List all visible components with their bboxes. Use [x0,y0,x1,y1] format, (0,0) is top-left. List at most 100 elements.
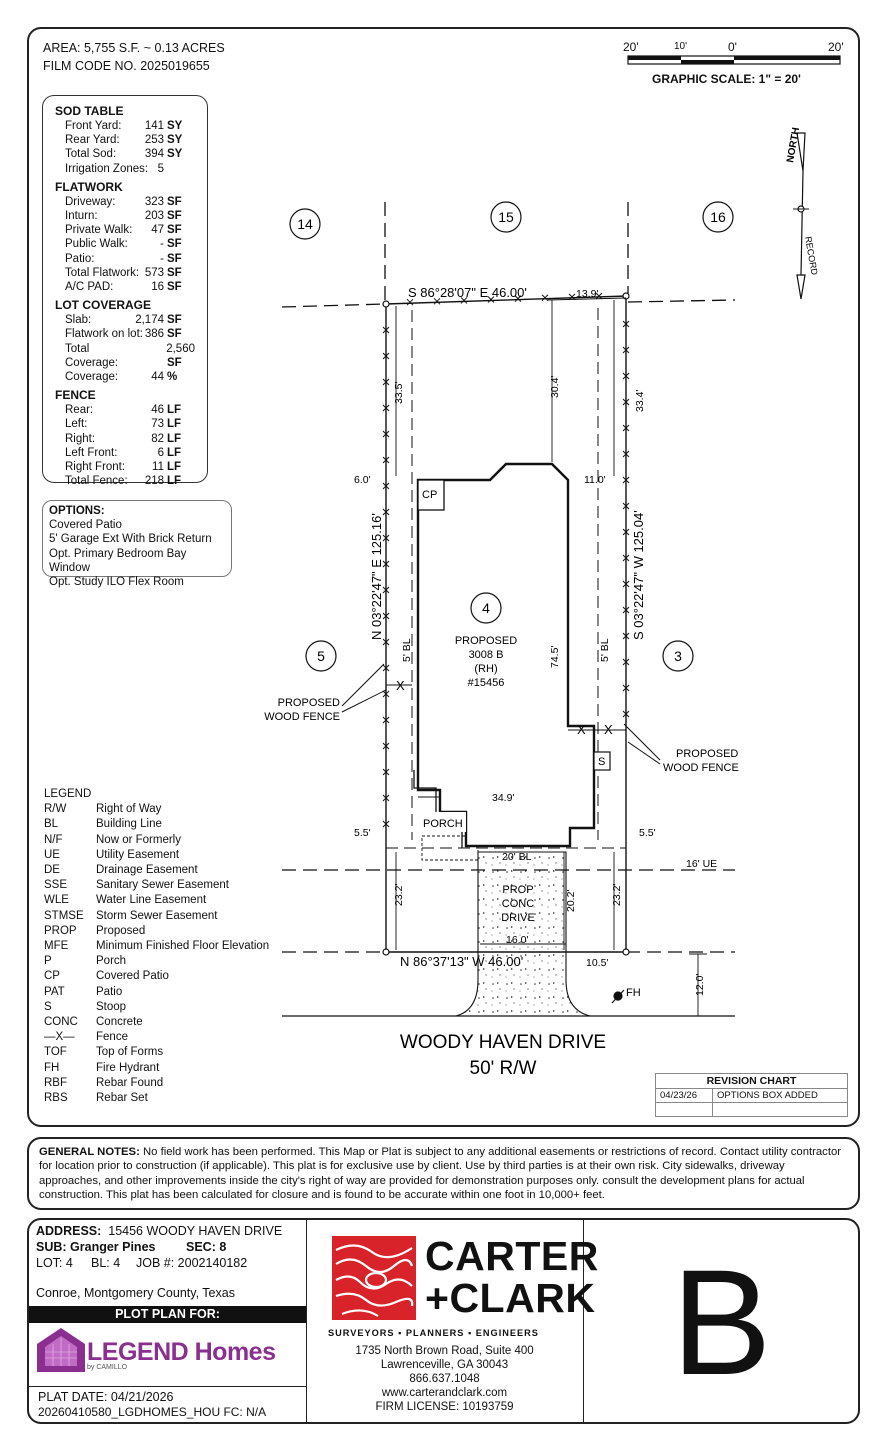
lot-15-label: 15 [498,209,514,225]
general-notes-text: GENERAL NOTES: No field work has been pe… [39,1145,848,1202]
lot-circles [289,201,734,672]
fire-hydrant-icon [611,989,625,1004]
legend-abbr: P [44,955,52,968]
sod-row-value: 141 [144,120,164,132]
sod-row-unit: SY [167,120,183,132]
dim-5-5-right: 5.5' [639,827,656,839]
sod-row-unit: SF [167,266,182,279]
sod-row-value: 394 [144,148,164,161]
builder-sub: by CAMILLO [87,1364,128,1371]
block-number: BL: 4 [91,1256,121,1270]
builder-name: LEGEND Homes [87,1338,276,1366]
sod-row-label: Total Flatwork: [65,266,140,279]
sod-row-value: 16 [151,281,164,294]
drive-label-1: PROP [502,884,533,896]
ue-label: 16' UE [686,858,717,870]
sod-row-label: Flatwork on lot: [65,328,143,341]
legend-desc: Building Line [96,818,162,831]
legend-abbr: RBS [44,1092,68,1105]
sod-row-value: 2,174 [135,314,164,327]
surveyor-address-1: 1735 North Brown Road, Suite 400 [355,1345,534,1357]
carter-name: CARTER [425,1233,599,1279]
legend-desc: Right of Way [96,803,162,816]
sod-row-label: Coverage: [65,371,119,384]
sod-row-label: Inturn: [65,210,98,223]
options-box: OPTIONS: Covered Patio 5' Garage Ext Wit… [42,500,232,588]
legend-item: —X—Fence [44,1030,284,1045]
legend-abbr: SSE [44,879,68,892]
sod-row-unit: SF [167,356,182,369]
scale-label: GRAPHIC SCALE: 1" = 20' [652,72,801,86]
sod-row-value: 253 [144,134,164,147]
general-notes-panel: GENERAL NOTES: No field work has been pe… [27,1137,860,1210]
house-line-4: #15456 [468,677,505,689]
legend-abbr: BL [44,818,59,831]
legend-abbr: STMSE [44,909,84,922]
covered-patio-box [417,479,445,511]
lot-4-label: 4 [482,600,490,616]
sod-row-label: Rear: [65,404,94,417]
legend-desc: Sanitary Sewer Easement [96,879,229,892]
sod-row-value: 218 [144,475,164,488]
bearing-bottom: N 86°37'13" W 46.00' [400,954,523,969]
sod-row-label: A/C PAD: [65,281,114,294]
general-notes-body: No field work has been performed. This M… [39,1146,842,1201]
sod-row-unit: SF [167,210,182,223]
sod-row-label: Right: [65,432,96,445]
dim-16-0: 16.0' [506,934,528,946]
surveyor-info: CARTER +CLARK SURVEYORS ▪ PLANNERS ▪ ENG… [306,1220,598,1422]
plat-date: PLAT DATE: 04/21/2026 [38,1390,174,1404]
street-row: 50' R/W [470,1058,537,1079]
dim-33-5: 33.5' [393,382,405,404]
legend-desc: Minimum Finished Floor Elevation [96,940,270,953]
drive-label-3: DRIVE [501,912,535,924]
revision-row-empty [656,1103,847,1116]
sod-row-value: 44 [151,371,164,384]
legend-abbr: TOF [44,1046,67,1059]
sod-row-label: Irrigation Zones: [65,162,149,175]
revision-title: REVISION CHART [656,1074,847,1089]
legend-abbr: CONC [44,1016,78,1029]
scale-bar [627,55,841,65]
fence-right-line-2: WOOD FENCE [663,762,739,774]
option-item-4: Opt. Study ILO Flex Room [49,576,184,589]
sod-row-unit: LF [167,475,182,488]
sod-row-value: 82 [151,432,164,445]
dim-30-4: 30.4' [549,376,561,398]
legend-desc: Rebar Found [96,1076,164,1089]
revision-chart: REVISION CHART 04/23/26 OPTIONS BOX ADDE… [655,1073,848,1117]
legend-item: P Porch [44,954,284,969]
dim-5-5-left: 5.5' [354,827,371,839]
legend-abbr: PROP [44,924,77,937]
bearing-left: N 03°22'47" E 125.16' [369,513,384,640]
legend-homes-logo [37,1328,85,1372]
surveyor-web[interactable]: www.carterandclark.com [381,1387,508,1399]
drive-label-2: CONC [502,898,534,910]
legend-abbr: R/W [44,803,67,816]
sod-row-unit: % [167,371,178,384]
scale-tick-4: 20' [828,40,844,54]
sod-row: Patio:-SF [55,252,195,266]
house-line-2: 3008 B [469,649,504,661]
bl-right: 5' BL [599,638,611,662]
bearing-right: S 03°22'47" W 125.04' [631,510,646,640]
lot-3-label: 3 [674,648,682,664]
sod-row-value: 46 [151,404,164,417]
sod-row-value: 203 [144,210,164,223]
legend-desc: Fence [96,1031,128,1044]
bl-left: 5' BL [401,638,413,662]
legend-desc: Porch [96,955,127,968]
